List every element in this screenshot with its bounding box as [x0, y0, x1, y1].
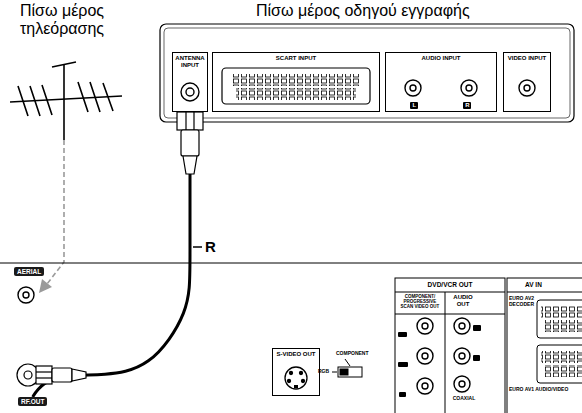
switch-label: RGB [318, 369, 329, 375]
label-slot: R [473, 315, 481, 333]
label-slot: AV IN [525, 281, 542, 288]
label-slot: COMPONENT [336, 351, 369, 357]
jack-label: COAXIAL [446, 396, 482, 402]
aerial-dashed-line [47, 140, 64, 284]
av-in-panel [507, 278, 582, 413]
jack-label: L [473, 355, 480, 361]
panel-label: RF.OUT [21, 398, 44, 405]
panel-label: AUDIO INPUT [388, 55, 494, 62]
leader-line [193, 246, 202, 248]
switch-label: COMPONENT [336, 351, 369, 357]
column-heading: COMPONENT/ PROGRESSIVE SCAN VIDEO OUT [397, 294, 443, 310]
rf-out-badge: RF.OUT [18, 397, 47, 406]
tv-rear-caption: Πίσω μέρος τηλεόρασης [6, 2, 118, 39]
separator-line [0, 263, 582, 264]
label-slot: Pr [398, 322, 407, 340]
scart-input-box: SCART INPUT [212, 52, 380, 112]
jack-label: Y [399, 392, 406, 397]
rear-panel [160, 24, 574, 122]
aerial-arrow [39, 279, 52, 293]
panel-heading: AV IN [525, 281, 542, 288]
label-slot: DVD/VCR OUT [397, 281, 503, 288]
scart-connector [222, 68, 370, 104]
aerial-badge: AERIAL [14, 267, 44, 276]
antenna-input-box: ANTENNA INPUT [172, 52, 208, 112]
panel-heading: DVD/VCR OUT [397, 281, 503, 288]
label-slot: Πίσω μέρος οδηγού εγγραφής [256, 2, 470, 20]
label-slot: AUDIO OUT [447, 294, 479, 308]
component-rgb-switch [332, 359, 362, 377]
recorder-rear-caption: Πίσω μέρος οδηγού εγγραφής [256, 2, 470, 20]
channel-label: L [410, 102, 418, 109]
label-slot: L [473, 345, 480, 363]
label-slot: Pb [398, 352, 408, 370]
rf-out-plug [17, 364, 86, 386]
panel-label: AERIAL [17, 268, 41, 275]
connector-label: EURO AV1 AUDIO/VIDEO [509, 387, 579, 393]
jack-label: R [473, 325, 481, 331]
jack-label: Pr [398, 332, 407, 337]
label-slot: Y [399, 382, 406, 400]
label-slot: COAXIAL [446, 396, 482, 402]
audio-input-jacks [405, 80, 477, 96]
label-slot: EURO AV1 AUDIO/VIDEO [509, 387, 579, 393]
audio-out-jacks [454, 318, 470, 392]
video-input-box: VIDEO INPUT [503, 52, 551, 112]
column-heading: AUDIO OUT [447, 294, 479, 308]
label-slot: RGB [318, 369, 329, 375]
label-row: LR [388, 102, 494, 109]
dvd-vcr-out-panel [395, 278, 505, 413]
jack-label: Pb [398, 362, 408, 367]
antenna-drawing [10, 62, 122, 140]
panel-label: VIDEO INPUT [506, 55, 548, 62]
antenna-plug [177, 112, 203, 174]
audio-input-box: AUDIO INPUTLR [385, 52, 497, 112]
antenna-cable [33, 112, 190, 397]
panel-label: ANTENNA INPUT [175, 55, 205, 69]
s-video-out-box: S-VIDEO OUT [272, 348, 320, 396]
panel-label: SCART INPUT [215, 55, 377, 62]
antenna-jack [181, 83, 199, 101]
connector-label: EURO AV2 DECODER [509, 296, 537, 308]
label-slot: EURO AV2 DECODER [509, 296, 537, 308]
s-video-connector [285, 367, 307, 389]
panel-label: S-VIDEO OUT [275, 351, 317, 358]
callout-letter: R [203, 239, 218, 254]
aerial-jack [18, 287, 34, 303]
video-input-jack [519, 80, 535, 96]
label-slot: Πίσω μέρος τηλεόρασης [6, 2, 118, 39]
label-slot: COMPONENT/ PROGRESSIVE SCAN VIDEO OUT [397, 294, 443, 310]
channel-label: R [463, 102, 471, 109]
component-jacks [417, 318, 433, 394]
